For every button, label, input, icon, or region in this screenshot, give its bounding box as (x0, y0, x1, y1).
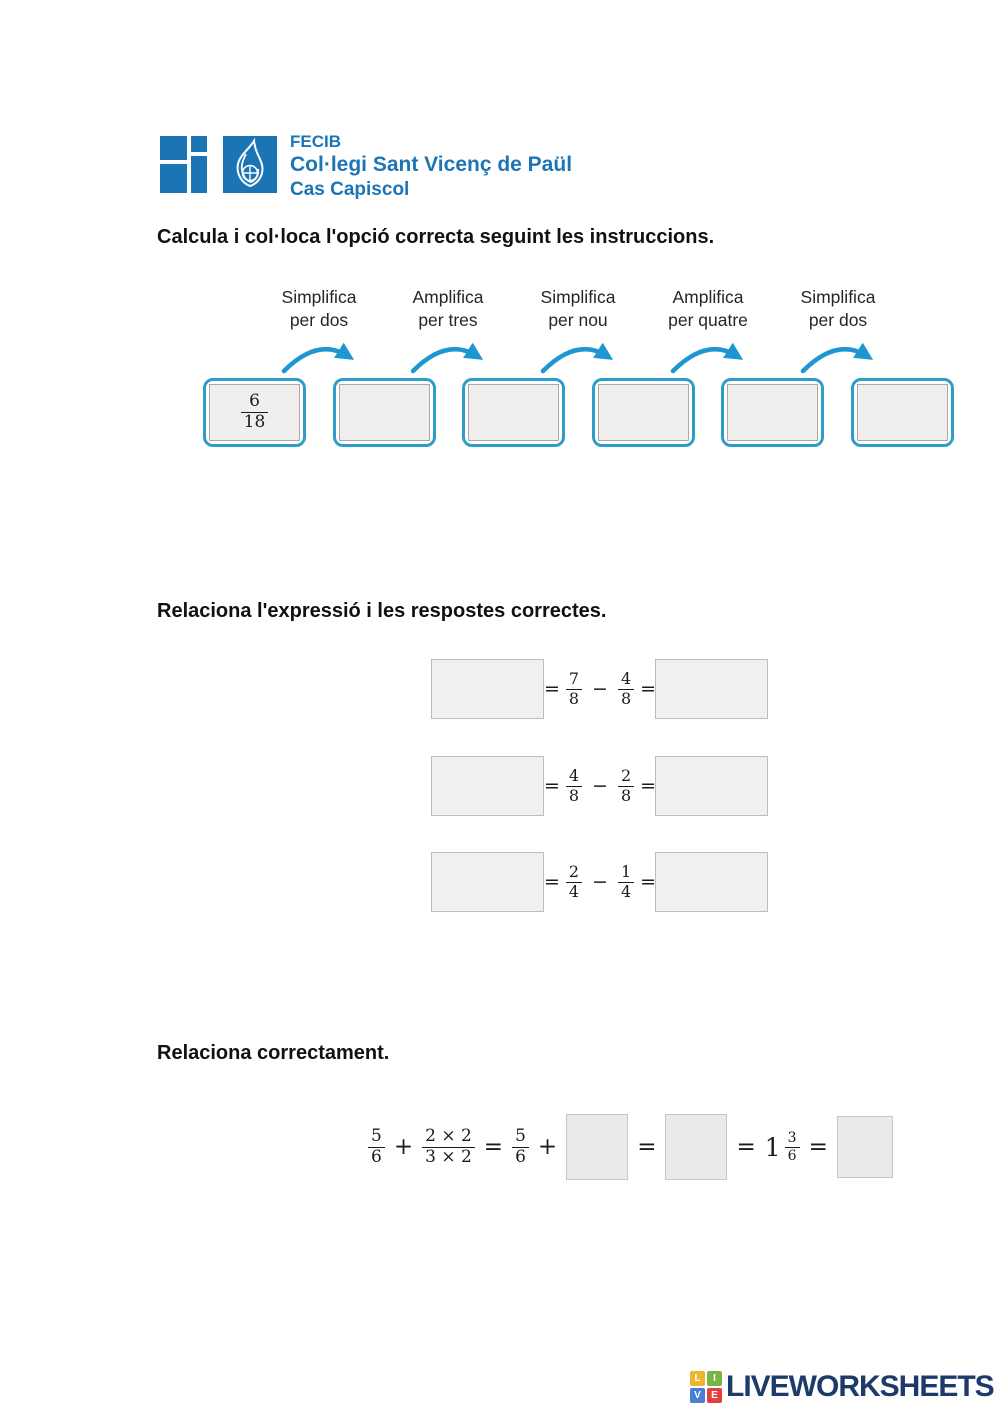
exercise2-title: Relaciona l'expressió i les respostes co… (157, 600, 607, 622)
match-answer-box-right-3[interactable] (655, 852, 768, 912)
liveworksheets-wordmark: LIVEWORKSHEETS (726, 1370, 995, 1403)
chain-answer-box-2[interactable] (462, 378, 565, 447)
curved-arrow-icon (410, 342, 484, 374)
logo-school-name: Col·legi Sant Vicenç de Paül (290, 153, 573, 176)
sum-answer-box-1[interactable] (566, 1114, 629, 1180)
exercise1-title: Calcula i col·loca l'opció correcta segu… (157, 226, 715, 248)
match-answer-box-right-2[interactable] (655, 756, 768, 816)
sum-answer-box-3[interactable] (836, 1116, 893, 1178)
exercise3-title: Relaciona correctament. (157, 1042, 390, 1064)
match-answer-box-right-1[interactable] (655, 659, 768, 719)
match-answer-box-left-2[interactable] (431, 756, 544, 816)
logo-org-name: FECIB (290, 132, 341, 151)
match-answer-box-left-3[interactable] (431, 852, 544, 912)
school-logo-text: FECIB Col·legi Sant Vicenç de Paül Cas C… (290, 130, 572, 199)
step-label-3: Simplifica per nou (540, 287, 616, 330)
curved-arrow-icon (281, 342, 355, 374)
chain-answer-box-4[interactable] (721, 378, 824, 447)
curved-arrow-icon (800, 342, 874, 374)
logo-campus-name: Cas Capiscol (290, 179, 410, 200)
curved-arrow-icon (670, 342, 744, 374)
match-answer-box-left-1[interactable] (431, 659, 544, 719)
start-fraction: 6 18 (240, 392, 269, 432)
liveworksheets-logo: L I V E LIVEWORKSHEETS (690, 1370, 995, 1403)
step-label-1: Simplifica per dos (281, 287, 357, 330)
chain-answer-box-1[interactable] (333, 378, 436, 447)
chain-answer-box-5[interactable] (851, 378, 954, 447)
liveworksheets-tiles-icon: L I V E (690, 1371, 722, 1403)
step-label-5: Simplifica per dos (800, 287, 876, 330)
step-label-4: Amplifica per quatre (668, 287, 748, 330)
chain-answer-box-3[interactable] (592, 378, 695, 447)
step-label-2: Amplifica per tres (412, 287, 484, 330)
school-logo: FECIB Col·legi Sant Vicenç de Paül Cas C… (160, 130, 572, 199)
curved-arrow-icon (540, 342, 614, 374)
chain-start-box: 6 18 (203, 378, 306, 447)
window-logo-icon (160, 136, 207, 193)
flame-logo-icon (223, 136, 277, 193)
sum-answer-box-2[interactable] (665, 1114, 728, 1180)
